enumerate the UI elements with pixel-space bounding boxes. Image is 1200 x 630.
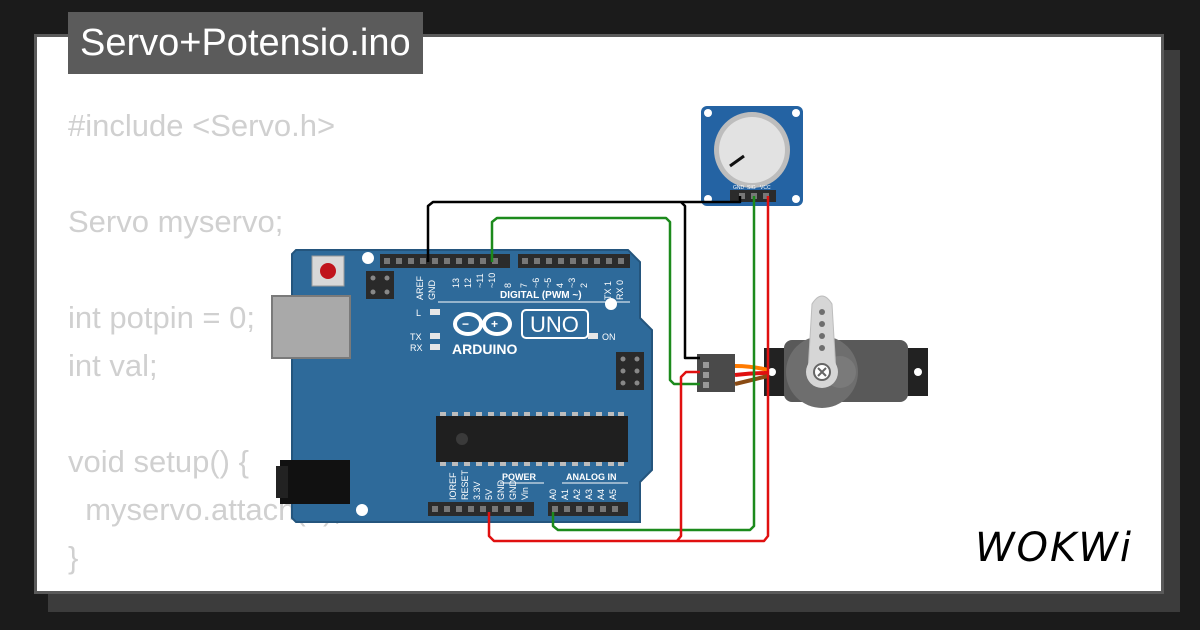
- mounting-hole: [605, 298, 617, 310]
- servo-motor[interactable]: [697, 295, 928, 408]
- power-header-label: POWER: [502, 472, 537, 482]
- mounting-hole: [362, 252, 374, 264]
- led-tx: [430, 333, 440, 339]
- pin-label: ~6: [531, 278, 541, 288]
- pin-label: 2: [579, 283, 589, 288]
- pin-label: ~5: [543, 278, 553, 288]
- uno-model: UNO: [530, 312, 579, 337]
- servo-connector: [697, 354, 735, 392]
- led-tx-label: TX: [410, 332, 422, 342]
- pot-knob-indicator: [729, 154, 745, 168]
- pot-pin-label: SIG: [747, 185, 756, 191]
- pin-label: RESET: [460, 469, 470, 500]
- pin-label: A2: [572, 489, 582, 500]
- wire-vcc[interactable]: [487, 196, 770, 543]
- led-l-label: L: [416, 308, 421, 318]
- code-line: int val;: [68, 348, 158, 383]
- potentiometer-module[interactable]: GND SIG VCC: [701, 106, 803, 206]
- uno-badge: [521, 309, 589, 339]
- arduino-uno-board[interactable]: AREF GND 13 12 ~11 ~10 ~9 8 7 ~6 ~5 4 ~3…: [271, 249, 653, 523]
- pin-label: 4: [555, 283, 565, 288]
- code-line: #include <Servo.h>: [68, 108, 336, 143]
- pin-label: TX 1: [603, 281, 613, 300]
- arduino-brand: ARDUINO: [452, 341, 517, 357]
- analog-header-label: ANALOG IN: [566, 472, 617, 482]
- reset-button[interactable]: [311, 255, 345, 287]
- pin-label: A5: [608, 489, 618, 500]
- code-line: int potpin = 0;: [68, 300, 255, 335]
- wokwi-logo: WOKWi: [975, 525, 1133, 571]
- servo-horn[interactable]: [806, 295, 838, 388]
- pin-label: A3: [584, 489, 594, 500]
- icsp-header: [366, 271, 394, 299]
- pin-label: 12: [463, 278, 473, 288]
- wire-gnd[interactable]: [426, 196, 742, 262]
- digital-header-label: DIGITAL (PWM ~): [500, 290, 582, 301]
- servo-cable-power: [734, 371, 769, 377]
- power-jack: [280, 460, 350, 504]
- svg-text:+: +: [491, 317, 498, 331]
- wire-gnd-servo[interactable]: [680, 201, 700, 360]
- led-on: [588, 333, 598, 339]
- pin-label: 13: [451, 278, 461, 288]
- code-line: }: [68, 540, 79, 575]
- svg-text:−: −: [462, 317, 469, 331]
- pin-label: GND: [427, 280, 437, 301]
- pin-label: ~10: [487, 273, 497, 288]
- pin-label: AREF: [415, 275, 425, 300]
- pin-label: 5V: [484, 489, 494, 500]
- project-title[interactable]: Servo+Potensio.ino: [68, 12, 423, 74]
- arduino-infinity-logo: [453, 312, 512, 336]
- pot-pin-label: GND: [733, 185, 745, 191]
- icsp-header-right: [616, 352, 644, 390]
- pin-label: IOREF: [448, 472, 458, 500]
- led-l: [430, 309, 440, 315]
- pin-label: A1: [560, 489, 570, 500]
- mounting-hole: [356, 504, 368, 516]
- pin-label: A0: [548, 489, 558, 500]
- pin-label: RX 0: [615, 280, 625, 300]
- led-rx-label: RX: [410, 343, 423, 353]
- pin-label: ~11: [475, 273, 485, 288]
- code-line: void setup() {: [68, 444, 249, 479]
- led-rx: [430, 344, 440, 350]
- pin-label: GND: [508, 480, 518, 501]
- code-line: Servo myservo;: [68, 204, 284, 239]
- pin-label: A4: [596, 489, 606, 500]
- pin-label: Vin: [520, 487, 530, 500]
- pin-label: GND: [496, 480, 506, 501]
- pin-label: ~3: [567, 278, 577, 288]
- pot-pin-label: VCC: [760, 185, 771, 191]
- wire-pwm-signal[interactable]: [490, 216, 700, 386]
- servo-cable-signal: [734, 364, 769, 372]
- pin-label: 7: [519, 283, 529, 288]
- wire-servo-vcc[interactable]: [676, 370, 700, 542]
- pin-label: 3.3V: [472, 481, 482, 500]
- wire-pot-signal[interactable]: [551, 196, 756, 532]
- pin-label: 8: [503, 283, 513, 288]
- servo-cable-ground: [734, 374, 769, 386]
- led-on-label: ON: [602, 332, 616, 342]
- usb-connector: [271, 295, 351, 359]
